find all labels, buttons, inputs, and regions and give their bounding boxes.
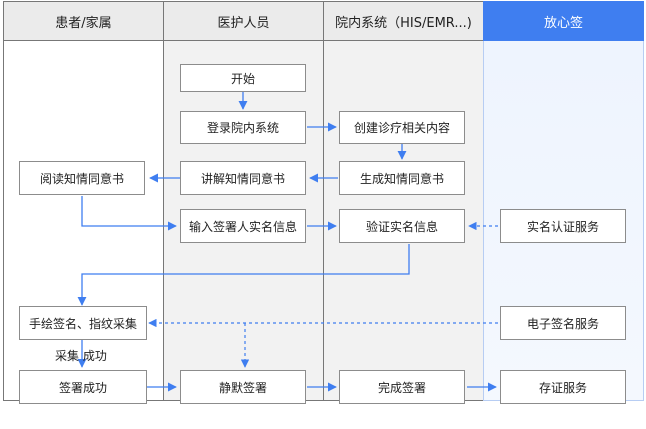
node-verify: 验证实名信息 <box>339 209 465 243</box>
node-read: 阅读知情同意书 <box>19 161 145 195</box>
node-realname-service: 实名认证服务 <box>500 209 626 243</box>
node-evidence-service: 存证服务 <box>500 370 626 404</box>
node-generate: 生成知情同意书 <box>339 161 465 195</box>
node-esign-service: 电子签名服务 <box>500 306 626 340</box>
node-start: 开始 <box>180 64 306 92</box>
lane-header-medical: 医护人员 <box>163 1 324 41</box>
node-input-info: 输入签署人实名信息 <box>180 209 306 243</box>
node-explain: 讲解知情同意书 <box>180 161 306 195</box>
lane-header-his: 院内系统（HIS/EMR...) <box>323 1 484 41</box>
node-handwrite: 手绘签名、指纹采集 <box>19 306 147 340</box>
node-silent-sign: 静默签署 <box>180 370 306 404</box>
edge-label-collect-success: 采集 成功 <box>55 349 107 363</box>
node-complete: 完成签署 <box>339 370 465 404</box>
lane-header-fxq: 放心签 <box>483 1 644 41</box>
node-login: 登录院内系统 <box>180 111 306 144</box>
node-sign-success: 签署成功 <box>19 370 147 404</box>
lane-header-patient: 患者/家属 <box>3 1 164 41</box>
node-create: 创建诊疗相关内容 <box>339 111 465 144</box>
